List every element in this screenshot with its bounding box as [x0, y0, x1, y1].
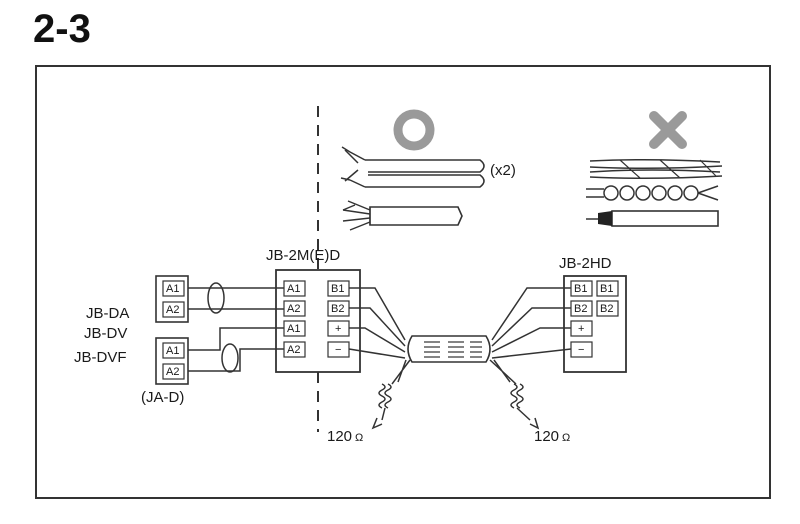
terminal-a1: A1: [287, 283, 300, 295]
label-jb-2hd: JB-2HD: [559, 255, 612, 272]
terminal-b1: B1: [331, 283, 344, 295]
terminal-a2: A2: [287, 303, 300, 315]
terminal-a2: A2: [287, 344, 300, 356]
terminal-a1: A1: [166, 283, 179, 295]
terminal-plus: +: [335, 323, 341, 335]
resistor-right: [489, 359, 540, 430]
a-bus-wiring: [188, 282, 284, 373]
terminal-b2: B2: [331, 303, 344, 315]
terminal-minus: −: [578, 344, 584, 356]
terminal-a2: A2: [166, 304, 179, 316]
terminal-a2: A2: [166, 366, 179, 378]
terminal-a1: A1: [166, 345, 179, 357]
terminal-b2: B2: [600, 303, 613, 315]
twin-cable-icon: [340, 146, 485, 188]
b-bus-wiring: [348, 287, 572, 359]
resistor-left: [371, 359, 411, 430]
terminal-b2: B2: [574, 303, 587, 315]
label-jb-dv: JB-DV: [84, 325, 127, 342]
flat-multicore-cable-icon: [589, 158, 723, 180]
diagram-frame: [35, 65, 771, 499]
ohm-symbol: Ω: [562, 432, 570, 444]
terminal-block-jb-2hd: B1 B2 + − B1 B2: [563, 275, 627, 373]
terminal-b1: B1: [574, 283, 587, 295]
quantity-note: (x2): [490, 162, 516, 179]
resistor-right-value: 120: [534, 428, 559, 445]
circle-ok-icon: [393, 109, 435, 151]
shielded-cable-icon: [342, 200, 463, 231]
terminal-minus: −: [335, 344, 341, 356]
ohm-symbol: Ω: [355, 432, 363, 444]
terminal-a1: A1: [287, 323, 300, 335]
terminal-block-jb-2med: A1 A2 A1 A2 B1 B2 + −: [275, 269, 361, 373]
terminal-block-ja-d: A1 A2: [155, 337, 189, 385]
terminal-b1: B1: [600, 283, 613, 295]
resistor-left-value: 120: [327, 428, 352, 445]
label-jb-2med: JB-2M(E)D: [266, 247, 340, 264]
terminal-plus: +: [578, 323, 584, 335]
cross-ng-icon: [649, 111, 687, 149]
shielded-bus-cable: [407, 335, 491, 363]
label-jb-da: JB-DA: [86, 305, 129, 322]
section-title: 2-3: [33, 7, 91, 51]
label-jb-dvf: JB-DVF: [74, 349, 127, 366]
label-ja-d: (JA-D): [141, 389, 184, 406]
terminal-block-jb-da: A1 A2: [155, 275, 189, 323]
coaxial-cable-icon: [586, 210, 719, 227]
twisted-cable-icon: [586, 185, 719, 201]
